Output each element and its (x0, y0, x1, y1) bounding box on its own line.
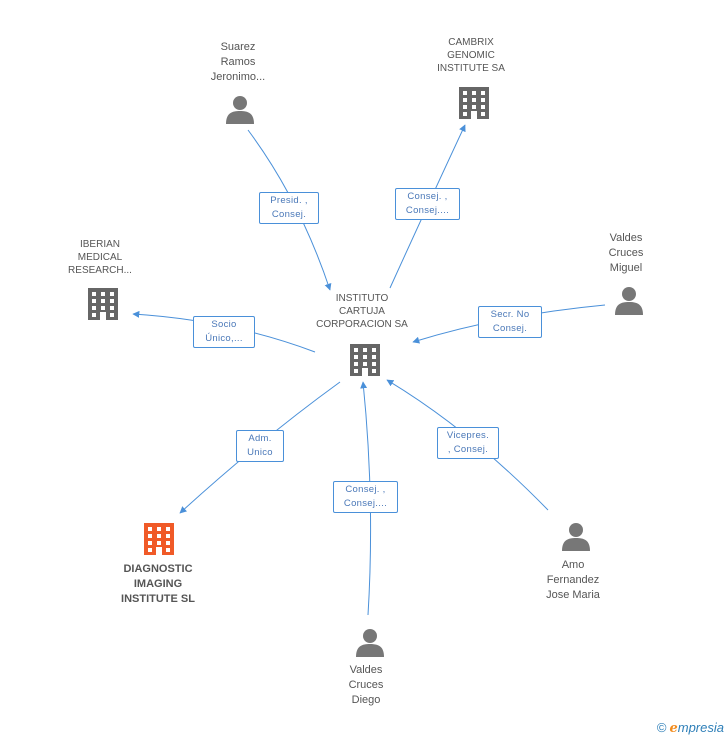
person-icon[interactable] (615, 287, 643, 315)
node-label-diagnostic[interactable]: DIAGNOSTIC IMAGING INSTITUTE SL (121, 563, 195, 605)
node-label-valdes-miguel[interactable]: Valdes Cruces Miguel (608, 232, 644, 274)
edge-label-amo-center[interactable]: Vicepres. , Consej. (437, 427, 499, 459)
node-label-iberian[interactable]: IBERIAN MEDICAL RESEARCH... (68, 239, 132, 276)
node-label-center[interactable]: INSTITUTO CARTUJA CORPORACION SA (316, 293, 408, 330)
brand-e: e (669, 721, 678, 736)
empresia-logo[interactable]: ©empresia (657, 720, 724, 736)
edge-label-suarez-center[interactable]: Presid. , Consej. (259, 192, 319, 224)
copyright-symbol: © (656, 720, 667, 735)
person-icon[interactable] (226, 96, 254, 124)
edge-label-center-diagnostic[interactable]: Adm. Unico (236, 430, 284, 462)
building-icon[interactable] (88, 288, 118, 320)
person-icon[interactable] (356, 629, 384, 657)
edge-label-center-cambrix[interactable]: Consej. , Consej.... (395, 188, 460, 220)
edge-label-center-iberian[interactable]: Socio Único,... (193, 316, 255, 348)
edge-label-diego-center[interactable]: Consej. , Consej.... (333, 481, 398, 513)
node-label-suarez[interactable]: Suarez Ramos Jeronimo... (210, 41, 266, 83)
edge-label-miguel-center[interactable]: Secr. No Consej. (478, 306, 542, 338)
brand-name: mpresia (677, 720, 724, 735)
node-label-valdes-diego[interactable]: Valdes Cruces Diego (348, 664, 384, 706)
building-icon[interactable] (459, 87, 489, 119)
building-icon[interactable] (144, 523, 174, 555)
node-label-amo[interactable]: Amo Fernandez Jose Maria (546, 559, 600, 601)
building-icon[interactable] (350, 344, 380, 376)
person-icon[interactable] (562, 523, 590, 551)
node-label-cambrix[interactable]: CAMBRIX GENOMIC INSTITUTE SA (437, 37, 505, 74)
